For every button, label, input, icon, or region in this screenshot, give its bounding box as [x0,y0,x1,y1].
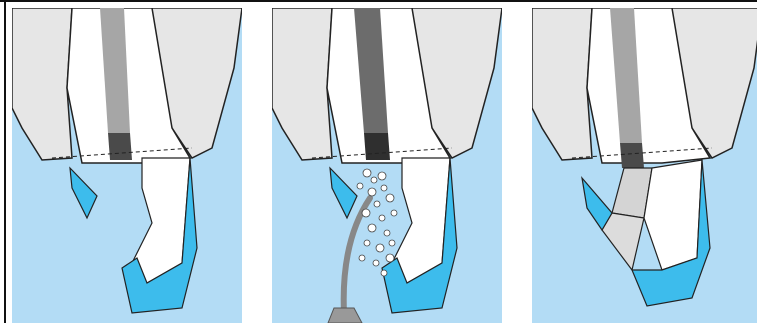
panel-1 [12,8,242,323]
panel-2 [272,8,502,323]
panel-1-illustration [12,8,242,323]
panel-3 [532,8,757,323]
figure-top-border [0,0,757,2]
panel-2-illustration [272,8,502,323]
figure-left-border [4,0,6,323]
panel-2-post-core [364,133,390,160]
panel-3-post-core [620,143,644,168]
panel-1-post-core [108,133,132,160]
panel-3-illustration [532,8,757,323]
